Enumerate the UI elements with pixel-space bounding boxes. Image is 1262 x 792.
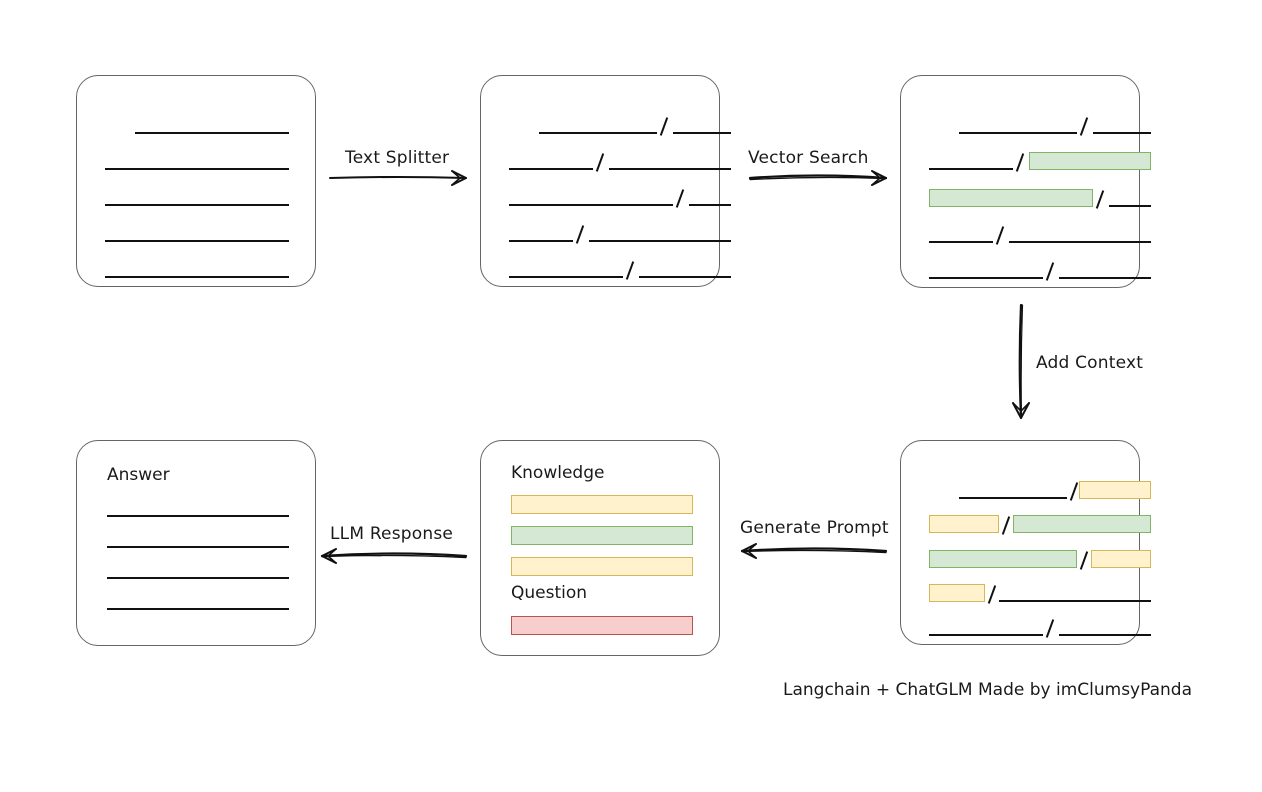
- content-row: [901, 188, 1151, 211]
- chunk-separator: [987, 584, 997, 604]
- question-label: Question: [511, 583, 588, 603]
- content-row: [901, 618, 1151, 640]
- content-row: [77, 152, 315, 174]
- highlight-chip-yellow: [929, 583, 985, 602]
- text-line: [929, 634, 1043, 636]
- answer-line: [107, 546, 289, 548]
- text-line: [589, 240, 731, 242]
- chunk-separator: [1015, 153, 1025, 173]
- text-line: [1093, 132, 1151, 134]
- text-line: [1009, 240, 1151, 243]
- text-line: [959, 497, 1067, 499]
- content-row: [901, 583, 1151, 606]
- text-line: [509, 240, 573, 242]
- content-row: [901, 116, 1151, 138]
- text-line: [105, 276, 289, 278]
- text-line: [509, 276, 623, 278]
- chunk-separator: [659, 117, 669, 136]
- text-line: [999, 599, 1151, 602]
- chunk-separator: [1001, 516, 1011, 536]
- answer-line: [107, 515, 289, 517]
- text-line: [1109, 204, 1151, 207]
- content-row: [901, 481, 1151, 503]
- text-line: [509, 168, 593, 170]
- chunk-separator: [1095, 189, 1105, 209]
- text-line: [105, 240, 289, 242]
- node-split-chunks: [480, 75, 731, 287]
- content-row: [481, 116, 731, 138]
- text-line: [639, 276, 731, 278]
- text-line: [959, 132, 1077, 134]
- content-row: [481, 260, 731, 282]
- node-context-augmented-chunks: [900, 440, 1151, 645]
- answer-line: [107, 577, 289, 579]
- footer-credit: Langchain + ChatGLM Made by imClumsyPand…: [783, 680, 1192, 700]
- text-line: [135, 132, 289, 134]
- text-line: [509, 204, 673, 206]
- knowledge-chip-1: [511, 495, 693, 514]
- text-line: [609, 168, 731, 170]
- highlight-chip-yellow: [1091, 549, 1151, 568]
- content-row: [901, 261, 1151, 283]
- text-line: [689, 204, 731, 206]
- chunk-separator: [1069, 482, 1079, 501]
- content-row: [481, 188, 731, 210]
- knowledge-chip-3: [511, 557, 693, 576]
- text-line: [539, 132, 657, 134]
- node-source-document: [76, 75, 316, 287]
- content-row: [77, 224, 315, 246]
- node-vector-matched-chunks: [900, 75, 1151, 288]
- chunk-separator: [675, 189, 685, 208]
- knowledge-label: Knowledge: [511, 463, 605, 483]
- chunk-separator: [575, 225, 585, 244]
- chunk-separator: [595, 153, 605, 172]
- content-row: [481, 224, 731, 246]
- content-row: [901, 152, 1151, 174]
- chunk-separator: [1079, 550, 1089, 570]
- answer-title: Answer: [107, 465, 170, 485]
- text-line: [929, 277, 1043, 279]
- content-row: [481, 152, 731, 174]
- node-answer: Answer: [76, 440, 316, 646]
- content-row: [901, 515, 1151, 537]
- arrow-label-vector-search: Vector Search: [748, 148, 869, 168]
- arrow-label-add-context: Add Context: [1036, 353, 1144, 373]
- text-line: [105, 204, 289, 206]
- arrow-label-generate-prompt: Generate Prompt: [740, 518, 889, 538]
- text-line: [1059, 634, 1151, 636]
- arrow-label-llm-response: LLM Response: [330, 524, 454, 544]
- chunk-separator: [625, 261, 635, 280]
- chunk-separator: [1079, 117, 1089, 136]
- content-row: [77, 188, 315, 210]
- highlight-chip-yellow: [1079, 481, 1151, 499]
- highlight-chip-yellow: [929, 515, 999, 534]
- text-line: [673, 132, 731, 134]
- content-row: [77, 116, 315, 138]
- text-line: [929, 240, 993, 243]
- chunk-separator: [995, 225, 1005, 245]
- text-line: [1059, 277, 1151, 279]
- text-line: [105, 168, 289, 170]
- answer-line: [107, 608, 289, 610]
- highlight-chip-green: [1029, 152, 1151, 171]
- content-row: [77, 260, 315, 282]
- text-line: [929, 168, 1013, 171]
- highlight-chip-green: [1013, 515, 1151, 534]
- chunk-separator: [1045, 262, 1055, 281]
- content-row: [901, 549, 1151, 572]
- highlight-chip-green: [929, 188, 1093, 207]
- content-row: [901, 225, 1151, 247]
- highlight-chip-green: [929, 549, 1077, 568]
- arrow-label-text-splitter: Text Splitter: [345, 148, 450, 168]
- question-chip-1: [511, 616, 693, 635]
- knowledge-chip-2: [511, 526, 693, 545]
- chunk-separator: [1045, 619, 1055, 638]
